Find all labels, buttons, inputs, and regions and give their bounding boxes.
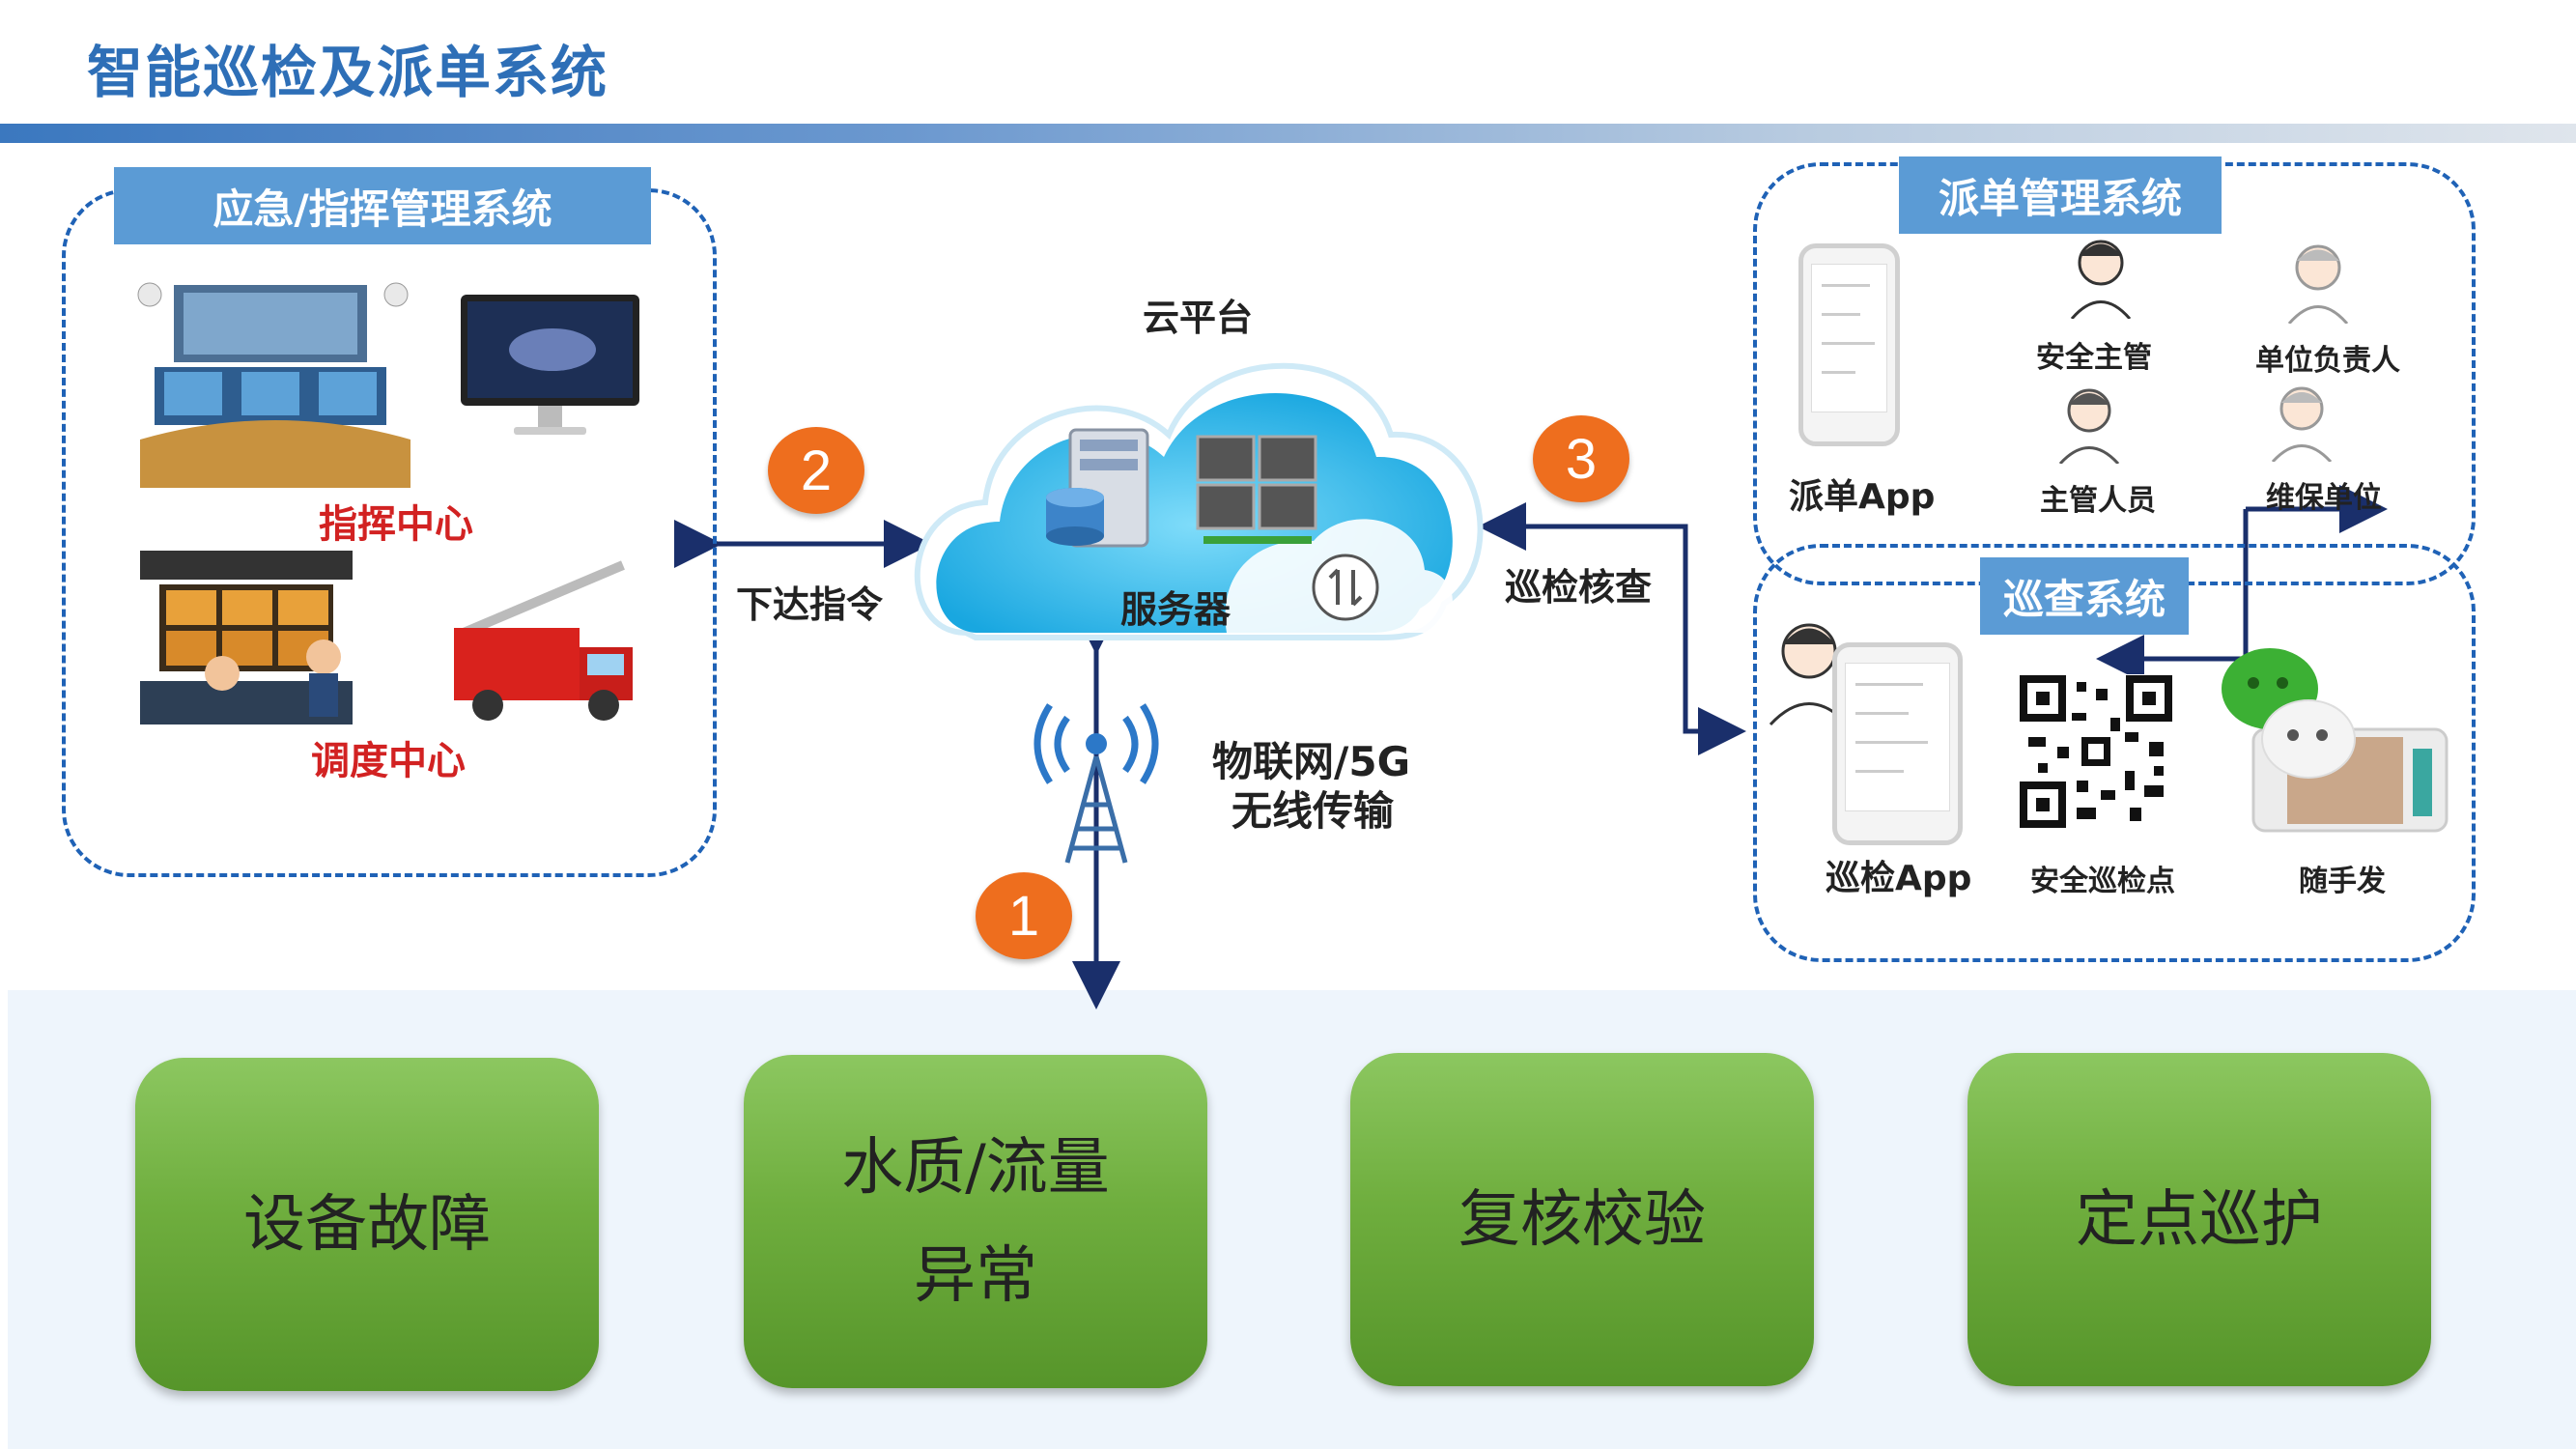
emergency-command-tag: 应急/指挥管理系统 — [114, 167, 651, 244]
iot-label-line1: 物联网/5G — [1212, 738, 1411, 785]
dispatch-app-label: 派单App — [1789, 477, 1936, 517]
step-1-badge: 1 — [976, 872, 1072, 959]
issue-command-label: 下达指令 — [736, 583, 884, 626]
step-2-badge: 2 — [768, 427, 864, 514]
patrol-system-tag: 巡查系统 — [1980, 557, 2189, 635]
safety-checkpoint-label: 安全巡检点 — [2030, 865, 2175, 898]
category-water-flow-anomaly[interactable]: 水质/流量 异常 — [744, 1055, 1207, 1388]
category-water-flow-anomaly-label: 水质/流量 异常 — [841, 1131, 1110, 1312]
patrol-check-label: 巡检核查 — [1505, 566, 1653, 609]
role-unit-head-label: 单位负责人 — [2255, 344, 2400, 378]
supervisor-avatar-icon — [2058, 388, 2120, 464]
server-label: 服务器 — [1120, 588, 1231, 631]
chat-snapshot-icon — [2222, 648, 2449, 833]
qr-code-icon — [2019, 674, 2173, 829]
role-safety-supervisor-label: 安全主管 — [2036, 341, 2152, 375]
casual-report-label: 随手发 — [2299, 865, 2386, 898]
patrol-app-phone-icon — [1832, 642, 1963, 845]
page-title: 智能巡检及派单系统 — [87, 40, 609, 105]
category-fixed-point-patrol-label: 定点巡护 — [2076, 1183, 2323, 1256]
iot-label-line2: 无线传输 — [1231, 787, 1395, 835]
category-review-verification[interactable]: 复核校验 — [1350, 1053, 1814, 1386]
fire-truck-icon — [454, 560, 633, 721]
safety-supervisor-avatar-icon — [2070, 240, 2132, 319]
step-3-badge: 3 — [1533, 415, 1629, 502]
title-underline-bar — [0, 124, 2576, 143]
server-icon — [1046, 428, 1149, 548]
patrol-app-label: 巡检App — [1826, 859, 1972, 898]
dispatch-center-illustration — [140, 551, 353, 724]
patrol-system-group — [1753, 544, 2476, 962]
sync-icon — [1312, 554, 1379, 621]
maintenance-unit-avatar-icon — [2271, 386, 2333, 462]
category-review-verification-label: 复核校验 — [1458, 1183, 1706, 1256]
dispatch-center-label: 调度中心 — [311, 739, 466, 783]
unit-head-avatar-icon — [2287, 244, 2349, 324]
command-center-label: 指挥中心 — [319, 502, 473, 547]
command-center-illustration — [137, 282, 410, 488]
inspector-avatar-icon — [1769, 623, 1850, 726]
cloud-platform-label: 云平台 — [1143, 297, 1254, 339]
antenna-tower-icon — [1033, 703, 1159, 864]
role-maintenance-unit-label: 维保单位 — [2266, 481, 2382, 515]
monitor-grid-icon — [1196, 435, 1317, 544]
category-equipment-fault[interactable]: 设备故障 — [135, 1058, 599, 1391]
category-fixed-point-patrol[interactable]: 定点巡护 — [1967, 1053, 2431, 1386]
dispatch-management-tag: 派单管理系统 — [1899, 156, 2222, 234]
category-equipment-fault-label: 设备故障 — [243, 1188, 491, 1261]
dispatch-app-phone-icon — [1798, 243, 1900, 446]
role-supervisor-label: 主管人员 — [2040, 484, 2156, 518]
monitor-icon — [461, 295, 639, 435]
